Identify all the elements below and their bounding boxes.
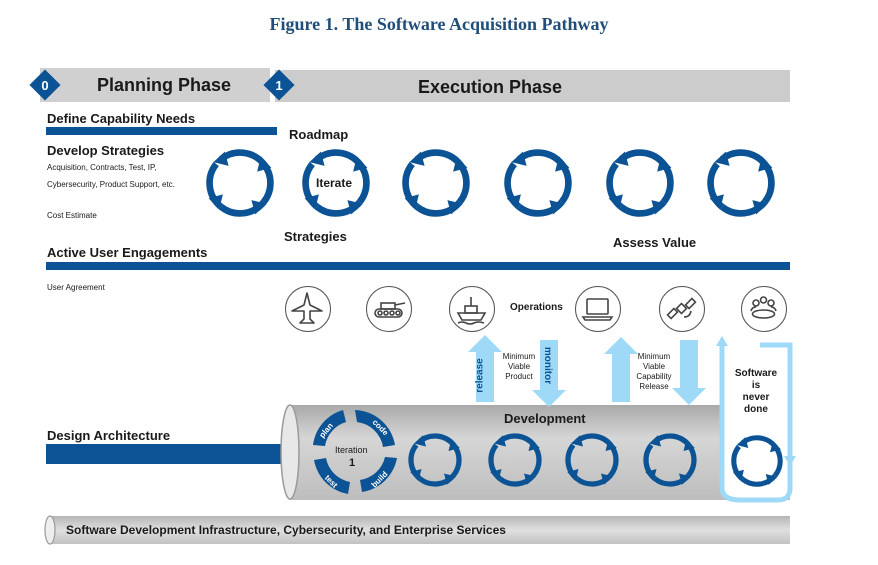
design-architecture-label: Design Architecture — [47, 428, 171, 443]
development-label: Development — [504, 411, 586, 426]
mvcr-line-2: Viable — [642, 362, 666, 371]
strategy-cycle-5 — [609, 152, 672, 215]
iteration-cycle — [313, 410, 397, 494]
monitor-label-1: monitor — [542, 346, 554, 385]
tank-icon — [366, 286, 412, 332]
satellite-icon — [659, 286, 705, 332]
define-capability-bar — [46, 127, 277, 135]
strategy-cycle-2 — [305, 152, 368, 215]
ship-icon — [449, 286, 495, 332]
infrastructure-pipe — [50, 516, 790, 544]
never-line-4: done — [744, 404, 768, 415]
laptop-icon — [575, 286, 621, 332]
planning-phase-number: 0 — [41, 78, 49, 93]
strategy-cycle-1 — [209, 152, 272, 215]
never-line-1: Software — [734, 368, 778, 379]
iteration-label: Iteration — [335, 445, 368, 455]
execution-phase-number: 1 — [275, 78, 283, 93]
cost-estimate-label: Cost Estimate — [47, 211, 97, 220]
planning-phase-bar — [40, 68, 270, 102]
monitor-arrow-2 — [680, 340, 698, 390]
assess-value-label: Assess Value — [613, 235, 697, 250]
development-pipe-end — [280, 404, 300, 500]
figure-title: Figure 1. The Software Acquisition Pathw… — [269, 14, 609, 34]
strategies-label: Strategies — [284, 229, 347, 244]
planning-phase-label: Planning Phase — [97, 75, 232, 95]
release-arrow-2 — [612, 352, 630, 402]
software-never-done-frame — [719, 340, 793, 503]
develop-strategies-label: Develop Strategies — [47, 143, 165, 158]
strategy-cycle-6 — [710, 152, 773, 215]
design-architecture-bar — [46, 444, 296, 464]
strategy-cycle-4 — [507, 152, 570, 215]
roadmap-label: Roadmap — [289, 127, 349, 142]
mvp-label: Minimum Viable Product — [497, 352, 541, 382]
never-line-2: is — [751, 380, 761, 391]
iteration-number: 1 — [349, 457, 356, 469]
release-arrow-1 — [476, 350, 494, 402]
strategies-detail-1: Acquisition, Contracts, Test, IP, — [47, 163, 157, 172]
mvcr-line-4: Release — [639, 382, 669, 391]
team-meeting-icon — [741, 286, 787, 332]
mvp-line-1: Minimum — [502, 352, 536, 361]
never-line-3: never — [742, 392, 770, 403]
software-never-done-label: Software is never done — [726, 368, 786, 416]
active-user-label: Active User Engagements — [47, 245, 208, 260]
active-user-bar — [46, 262, 790, 270]
strategy-cycle-3 — [405, 152, 468, 215]
mvcr-line-1: Minimum — [637, 352, 671, 361]
fighter-jet-icon — [285, 286, 331, 332]
infrastructure-label: Software Development Infrastructure, Cyb… — [66, 523, 506, 537]
mvp-line-3: Product — [505, 372, 533, 381]
define-capability-label: Define Capability Needs — [47, 111, 196, 126]
mvcr-label: Minimum Viable Capability Release — [629, 352, 679, 392]
mvcr-line-3: Capability — [636, 372, 672, 381]
strategies-detail-2: Cybersecurity, Product Support, etc. — [47, 180, 175, 189]
user-agreement-label: User Agreement — [47, 283, 105, 292]
execution-phase-label: Execution Phase — [418, 77, 563, 97]
operations-label: Operations — [510, 302, 563, 313]
iterate-label: Iterate — [316, 176, 353, 190]
mvp-line-2: Viable — [507, 362, 531, 371]
release-label-1: release — [474, 358, 486, 393]
execution-phase-bar — [275, 70, 790, 102]
monitor-arrow-1 — [540, 340, 558, 392]
